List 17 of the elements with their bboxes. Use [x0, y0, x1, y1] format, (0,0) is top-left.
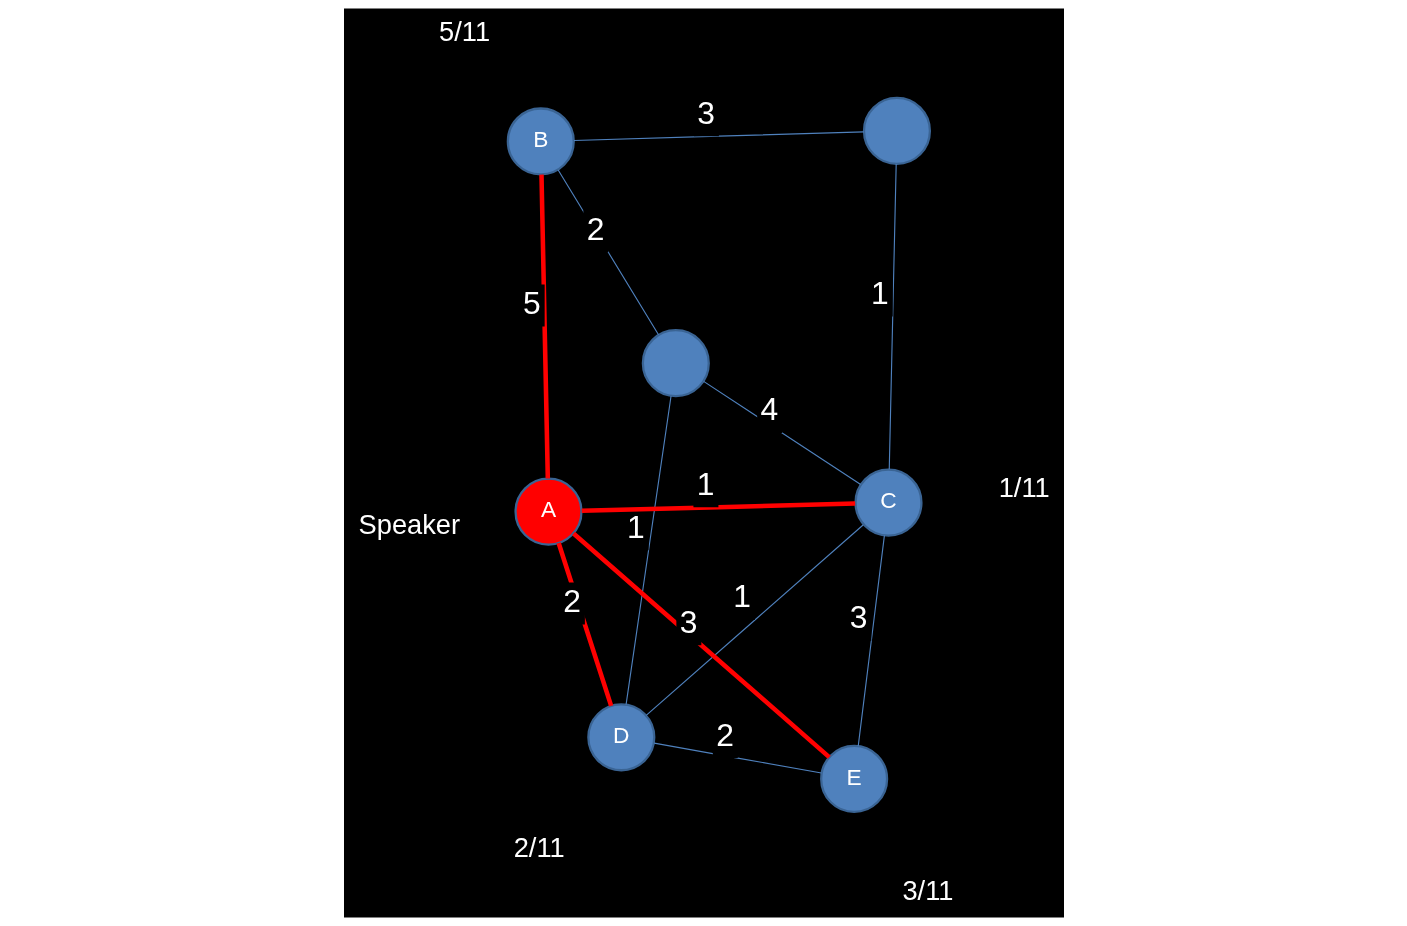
edge-label: 5: [522, 284, 541, 321]
edge-label: 2: [562, 582, 581, 619]
edge-label: 3: [849, 599, 867, 636]
edge-label: 1: [732, 578, 751, 615]
edge-label: 3: [679, 603, 697, 640]
edge-label: 1: [870, 274, 889, 311]
node-label: 2/11: [513, 831, 565, 863]
node-label: 5/11: [438, 15, 490, 47]
edge-label: 4: [760, 391, 778, 428]
edge-label: 1: [696, 465, 715, 502]
edge-label: 1: [626, 508, 645, 545]
edge-label: 3: [696, 94, 715, 131]
node-label: 3/11: [901, 874, 953, 906]
edge-label: 2: [586, 210, 604, 247]
edge-label: 2: [715, 716, 734, 753]
node-label: 1/11: [998, 472, 1050, 504]
node-label: Speaker: [358, 508, 460, 540]
